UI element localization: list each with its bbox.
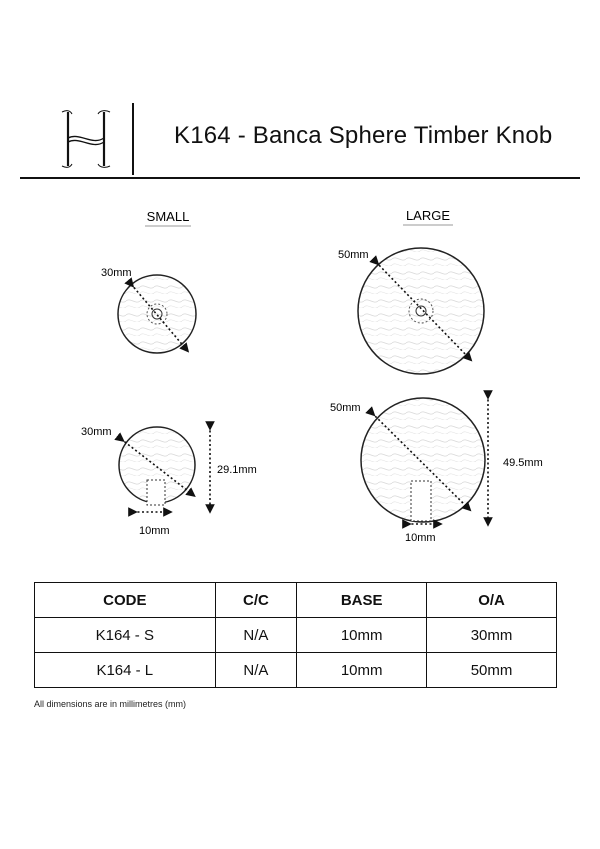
small-front-diameter: 30mm <box>101 267 132 279</box>
cell-code: K164 - L <box>34 652 216 688</box>
header-divider <box>132 103 134 175</box>
header-cc: C/C <box>214 582 298 618</box>
cell-base: 10mm <box>296 617 428 653</box>
page-title: K164 - Banca Sphere Timber Knob <box>174 122 553 149</box>
large-label: LARGE <box>406 208 450 223</box>
large-side-view: 50mm 49.5mm 10mm <box>330 390 543 544</box>
technical-drawing: SMALL LARGE 30mm 30mm 29.1mm 10mm 50mm 5… <box>81 208 543 544</box>
cell-cc: N/A <box>214 652 298 688</box>
footnote: All dimensions are in millimetres (mm) <box>34 699 187 709</box>
h-monogram-logo <box>61 110 111 168</box>
table-row: K164 - S N/A 10mm 30mm <box>34 617 557 653</box>
table-row: K164 - L N/A 10mm 50mm <box>34 652 557 688</box>
header-oa: O/A <box>426 582 557 618</box>
large-front-view: 50mm <box>338 247 485 375</box>
cell-base: 10mm <box>296 652 428 688</box>
cell-oa: 30mm <box>426 617 557 653</box>
large-height: 49.5mm <box>503 457 543 469</box>
large-side-diameter: 50mm <box>330 402 361 414</box>
small-label: SMALL <box>147 209 190 224</box>
header-rule <box>20 177 580 179</box>
table-header-row: CODE C/C BASE O/A <box>34 582 557 618</box>
small-front-view: 30mm <box>101 267 197 354</box>
spec-table: CODE C/C BASE O/A K164 - S N/A 10mm 30mm… <box>34 582 557 688</box>
large-base: 10mm <box>405 532 436 544</box>
small-base: 10mm <box>139 525 170 537</box>
cell-cc: N/A <box>214 617 298 653</box>
small-height: 29.1mm <box>217 464 257 476</box>
cell-oa: 50mm <box>426 652 557 688</box>
small-side-diameter: 30mm <box>81 426 112 438</box>
header-code: CODE <box>34 582 216 618</box>
small-side-view: 30mm 29.1mm 10mm <box>81 421 257 537</box>
header-base: BASE <box>296 582 428 618</box>
large-front-diameter: 50mm <box>338 249 369 261</box>
cell-code: K164 - S <box>34 617 216 653</box>
